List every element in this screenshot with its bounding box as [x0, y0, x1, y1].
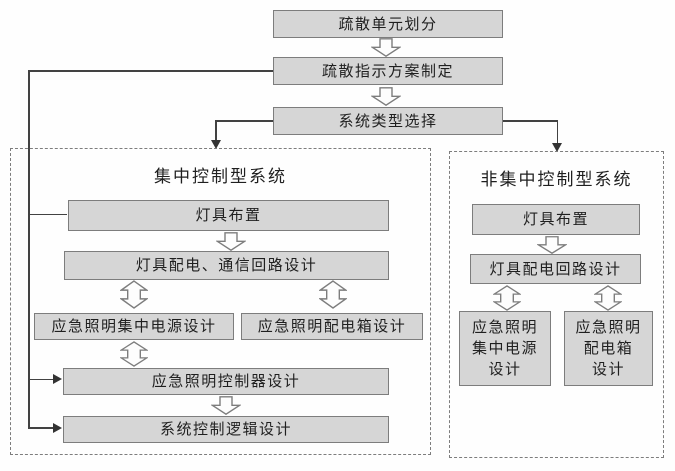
panel-title-centralized: 集中控制型系统 [154, 167, 287, 186]
connector-line [28, 378, 54, 380]
double-block-arrow-icon [594, 285, 622, 311]
box-lamp-circuit-design: 灯具配电回路设计 [470, 254, 641, 284]
box-lamp-circuit-comm-design: 灯具配电、通信回路设计 [64, 251, 389, 280]
box-central-power-design-right: 应急照明 集中电源 设计 [459, 311, 551, 386]
box-lamp-layout-right: 灯具布置 [472, 204, 640, 235]
box-central-power-design: 应急照明集中电源设计 [34, 313, 234, 340]
connector-line [215, 120, 217, 141]
box-controller-design: 应急照明控制器设计 [63, 368, 389, 395]
double-block-arrow-icon [120, 280, 148, 309]
arrowhead-down-icon [210, 140, 221, 149]
arrowhead-right-icon [53, 422, 62, 433]
connector-line [556, 120, 558, 144]
down-block-arrow-icon [371, 38, 401, 57]
box-distribution-box-design: 应急照明配电箱设计 [241, 313, 423, 340]
double-block-arrow-icon [319, 280, 347, 309]
connector-line [28, 70, 274, 72]
double-block-arrow-icon [493, 285, 521, 311]
connector-line [28, 427, 54, 429]
down-block-arrow-icon [211, 396, 241, 415]
panel-title-non-centralized: 非集中控制型系统 [480, 170, 633, 189]
down-block-arrow-icon [216, 232, 246, 251]
box-system-type-selection: 系统类型选择 [273, 107, 503, 135]
double-block-arrow-icon [120, 341, 148, 367]
down-block-arrow-icon [537, 236, 567, 254]
box-lamp-layout-left: 灯具布置 [68, 200, 389, 231]
box-evacuation-unit-division: 疏散单元划分 [273, 10, 503, 38]
connector-line [215, 120, 274, 122]
arrowhead-right-icon [53, 374, 62, 384]
arrowhead-down-icon [552, 143, 562, 152]
panel-centralized-system: 集中控制型系统 灯具布置 灯具配电、通信回路设计 应急照明集中电源设计 应急照明… [10, 148, 431, 455]
down-block-arrow-icon [371, 87, 401, 106]
box-distribution-box-design-right: 应急照明 配电箱 设计 [564, 311, 653, 386]
panel-non-centralized-system: 非集中控制型系统 灯具布置 灯具配电回路设计 应急照明 集中电源 设计 应急照明… [449, 151, 664, 458]
connector-line [28, 213, 67, 215]
connector-line [28, 70, 30, 429]
box-control-logic-design: 系统控制逻辑设计 [63, 416, 389, 443]
box-evacuation-indication-plan: 疏散指示方案制定 [273, 57, 503, 85]
connector-line [503, 120, 558, 122]
